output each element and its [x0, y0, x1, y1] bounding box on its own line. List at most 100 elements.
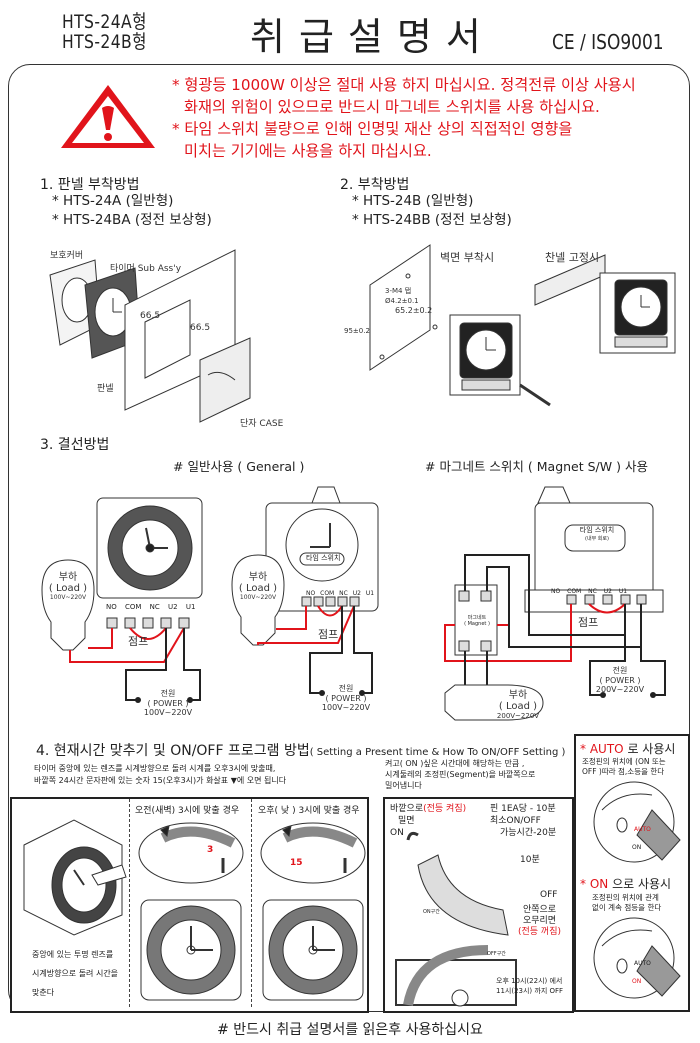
desc-line: 없이 계속 점등을 한다 [592, 903, 662, 912]
jumper-label: 점프 [128, 635, 149, 648]
terminal-u2: U2 [352, 590, 361, 597]
push-in: 안쪽으로 [522, 905, 557, 915]
label-case: 단자 CASE [240, 419, 284, 429]
desc-line: 타이머 중앙에 있는 렌즈를 시계방향으로 돌려 시계를 오후3시에 맞출때, [34, 764, 276, 773]
power-volt: 100V~220V [321, 703, 371, 712]
terminal-no: NO [551, 588, 561, 595]
lamp-on: (전등 켜짐) [423, 804, 467, 814]
push-out-label: 바깥으로(전등 켜짐) 밀면 ON [390, 803, 466, 839]
desc-line: OFF )따라 점,소등을 한다 [582, 767, 665, 776]
magnet-title: 마그네트 [467, 615, 487, 621]
auto-desc: 조정핀의 위치에 (ON 또는 OFF )따라 점,소등을 한다 [582, 757, 666, 777]
section3-title: 3. 결선방법 [40, 437, 110, 453]
on-label-on: ON [632, 978, 642, 985]
example-line: 11시(23시) 까지 OFF [496, 987, 564, 995]
wall-mount-illustration [369, 244, 676, 407]
terminal-nc: NC [339, 590, 348, 597]
on-rest: 으로 사용시 [612, 877, 672, 891]
am-marker: 3 [207, 845, 214, 855]
am-panel-title: 오전(새벽) 3시에 맞출 경우 [135, 806, 240, 816]
terminal-no: NO [306, 590, 316, 597]
auto-label-2: AUTO [634, 960, 651, 967]
example-line: 오후 10시(22시) 에서 [496, 977, 563, 985]
warning-triangle-icon [61, 85, 155, 148]
example-label: 오후 10시(22시) 에서 11시(23시) 까지 OFF [496, 976, 563, 996]
desc-line: 밀어냅니다 [385, 781, 422, 790]
lens-caption: 중앙에 있는 투명 렌즈를 시계방향으로 돌려 시간을 맞춘다 [32, 945, 118, 1002]
time-switch-label: 타임 스위치 [306, 554, 341, 562]
model-a: HTS-24A형 [62, 11, 147, 33]
load-title: 부하 [508, 690, 528, 701]
label-cover: 보호커버 [50, 251, 84, 261]
off-zone-label: OFF구간 [487, 951, 506, 957]
label-panel: 판넬 [97, 384, 114, 394]
warning-line: 미치는 기기에는 사용을 하지 마십시요. [184, 142, 432, 160]
load-label: 부하 ( Load ) 100V~220V [43, 568, 93, 601]
label-dim-w: 66.5 [140, 311, 161, 321]
general-title: # 일반사용 ( General ) [173, 459, 305, 474]
power-en: ( POWER ) [147, 699, 189, 708]
push-in2: 오무리면 [522, 916, 557, 926]
pin-info: 핀 1EA당 - 10분 최소ON/OFF 가능시간-20분 [490, 803, 556, 839]
label-sub-assy: 타이머 Sub Ass'y [110, 264, 182, 274]
warning-line: 화재의 위험이 있으므로 반드시 마그네트 스위치를 사용 하십시요. [184, 98, 600, 116]
auto-title: * AUTO 로 사용시 [580, 740, 675, 757]
terminal-u2: U2 [603, 588, 612, 595]
label-dim-h2: 95±0.2 [344, 327, 370, 335]
terminal-labels-2: NO COM NC U2 U1 [306, 590, 374, 597]
load-title: 부하 [58, 572, 78, 583]
on-zone-label: ON구간 [423, 909, 440, 915]
on-mode-desc: 조정핀의 위치에 관계 없이 계속 점등을 한다 [592, 893, 661, 913]
timer-lens-illustration [23, 819, 127, 936]
footer-notice: # 반드시 취급 설명서를 읽은후 사용하십시요 [217, 1022, 483, 1038]
pin-segment-illustration [395, 831, 517, 1007]
desc-line: 조정핀의 위치에 (ON 또는 [582, 757, 666, 766]
section1-items: * HTS-24A (일반형) * HTS-24BA (정전 보상형) [52, 192, 212, 230]
caption-line: 시계방향으로 돌려 시간을 [32, 969, 119, 978]
terminal-no: NO [106, 603, 117, 611]
magnet-label: 마그네트 ( Magnet ) [457, 614, 497, 627]
power-label-2: 전원 ( POWER ) 100V~220V [321, 683, 371, 712]
terminal-labels-3: NO COM NC U2 U1 [551, 588, 627, 595]
power-en: ( POWER ) [325, 694, 367, 703]
on-label-auto: ON [632, 844, 642, 851]
terminal-u1: U1 [185, 603, 196, 611]
auto-rest: 로 사용시 [627, 742, 676, 756]
lamp-off: (전등 꺼짐) [518, 927, 562, 937]
terminal-com: COM [124, 603, 142, 611]
desc-line: 바깥쪽 24시간 문자판에 있는 숫자 15(오후3시)가 화살표 ▼에 오면 … [34, 776, 287, 785]
model-b: HTS-24B형 [62, 31, 147, 53]
off-label: OFF [540, 890, 558, 900]
desc-line: 시계둘레의 조정핀(Segment)을 바깥쪽으로 [385, 770, 536, 779]
section2-items: * HTS-24B (일반형) * HTS-24BB (정전 보상형) [352, 192, 512, 230]
wiring-general-2 [231, 486, 379, 696]
magnet-en: ( Magnet ) [464, 621, 490, 627]
wiring-general-1 [41, 497, 203, 703]
terminal-com: COM [320, 590, 335, 597]
section1-item: * HTS-24BA (정전 보상형) [52, 212, 212, 228]
auto-word: AUTO [589, 742, 624, 756]
section4-desc-left: 타이머 중앙에 있는 렌즈를 시계방향으로 돌려 시계를 오후3시에 맞출때, … [34, 763, 286, 787]
auto-switch-illustration [593, 781, 681, 863]
certification: CE / ISO9001 [552, 30, 664, 54]
push-in-label: 안쪽으로 오무리면 (전등 꺼짐) [518, 905, 561, 938]
power-title: 전원 [160, 689, 176, 698]
section4-desc-right: 켜고( ON )싶은 시간대에 해당하는 만큼 , 시계둘레의 조정핀(Segm… [385, 758, 535, 791]
divider [251, 799, 252, 1007]
label-hole: 3-M4 탭 [385, 287, 412, 295]
power-en: ( POWER ) [599, 676, 641, 685]
power-label: 전원 ( POWER ) 100V~220V [143, 688, 193, 717]
star: * [580, 877, 586, 891]
time-switch-label-3: 타임 스위치 (내부 회로) [567, 525, 627, 542]
power-volt: 200V~220V [595, 685, 645, 694]
load-en: ( Load ) [498, 701, 538, 712]
load-volt: 100V~220V [239, 594, 277, 601]
am-clock-illustration [138, 822, 244, 1001]
star: * [580, 742, 586, 756]
power-label-3: 전원 ( POWER ) 200V~220V [590, 665, 650, 694]
caption-line: 중앙에 있는 투명 렌즈를 [32, 950, 114, 959]
section2-item: * HTS-24B (일반형) [352, 193, 474, 209]
label-dia: Ø4.2±0.1 [385, 297, 419, 305]
auto-label: AUTO [634, 826, 651, 833]
terminal-u1: U1 [365, 590, 375, 597]
